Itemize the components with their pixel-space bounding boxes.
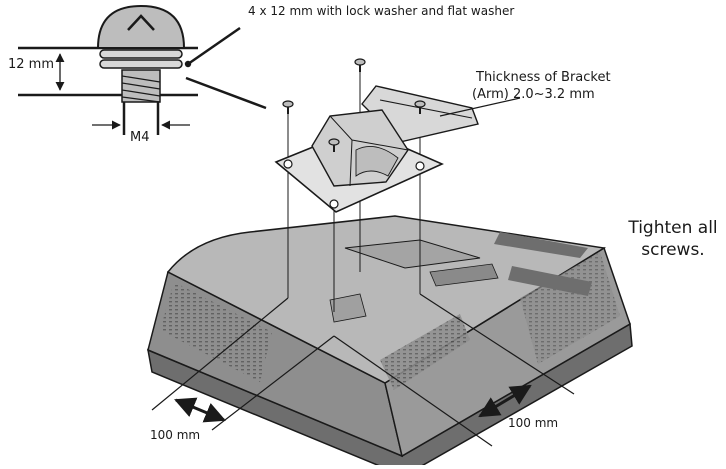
bracket-thickness-label-line2: (Arm) 2.0~3.2 mm	[472, 87, 595, 102]
bracket-thickness-label-line1: Thickness of Bracket	[476, 70, 611, 85]
screw-spec-label: 4 x 12 mm with lock washer and flat wash…	[248, 4, 515, 18]
bracket-thickness-leader	[439, 97, 521, 117]
screw-length-label: 12 mm	[8, 57, 55, 72]
screw-icon	[328, 138, 340, 152]
screw-spec-leader	[187, 26, 241, 66]
screw-detail	[18, 4, 267, 135]
spacing-label-left: 100 mm	[150, 428, 201, 442]
spacing-arrow-right	[478, 384, 532, 418]
instruction-line1: Tighten all	[628, 218, 718, 238]
vent-grille-left	[160, 282, 272, 382]
mounting-recess	[344, 239, 481, 269]
vent-grille-right	[380, 314, 470, 390]
spacing-arrow-left	[174, 397, 226, 423]
screw-icon	[414, 100, 426, 114]
screws	[282, 58, 426, 152]
screw-icon	[354, 58, 366, 72]
screw-head-icon	[96, 4, 186, 49]
instruction-line2: screws.	[641, 240, 705, 260]
monitor-back	[147, 215, 633, 469]
screw-icon	[282, 100, 294, 114]
thread-size-label: M4	[130, 130, 150, 145]
screw-location-leader	[185, 76, 267, 110]
lock-washer-icon	[99, 49, 183, 59]
spacing-label-right: 100 mm	[508, 416, 559, 430]
monitor-back-surface	[166, 215, 607, 384]
vesa-bracket	[274, 85, 479, 213]
spacing-dimensions	[151, 293, 575, 447]
flat-washer-icon	[99, 59, 183, 69]
